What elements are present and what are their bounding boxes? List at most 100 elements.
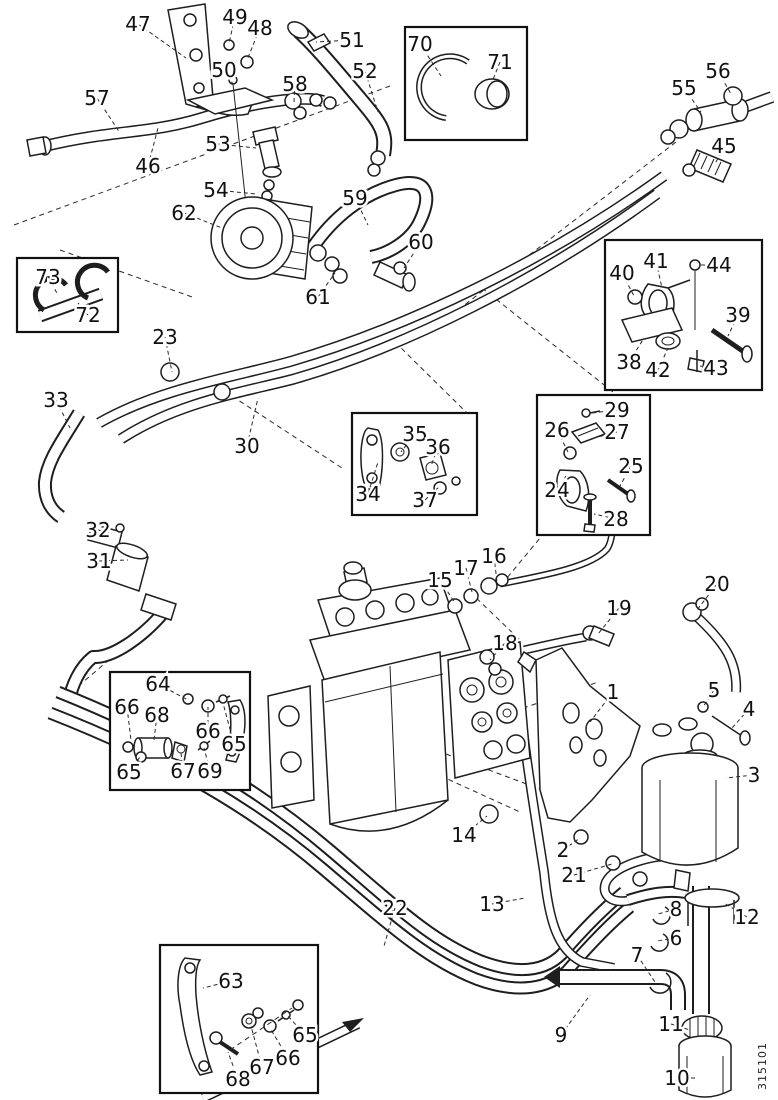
part-label-59: 59: [342, 186, 367, 210]
leader-line-15: [439, 579, 456, 604]
part-label-65-3: 65: [292, 1023, 317, 1047]
leader-line-56: [717, 70, 732, 95]
part-label-44: 44: [706, 253, 731, 277]
part-label-67-2: 67: [249, 1055, 274, 1079]
part-label-27: 27: [604, 420, 629, 444]
part-label-65: 65: [221, 732, 246, 756]
part-label-66: 66: [114, 695, 139, 719]
part-label-53: 53: [205, 132, 230, 156]
part-label-6: 6: [670, 926, 683, 950]
leader-line-51: [315, 39, 353, 43]
part-label-43: 43: [703, 356, 728, 380]
part-label-57: 57: [84, 86, 109, 110]
leader-line-38: [628, 337, 645, 363]
part-label-35: 35: [402, 422, 427, 446]
part-label-73: 73: [35, 265, 60, 289]
part-label-63: 63: [218, 969, 243, 993]
leader-line-33: [55, 399, 71, 429]
leader-line-13: [491, 897, 526, 905]
part-label-72: 72: [75, 303, 100, 327]
part-label-23: 23: [152, 325, 177, 349]
leader-line-68: [227, 1051, 239, 1080]
leader-line-67: [180, 752, 184, 772]
leader-line-7: [636, 954, 656, 983]
part-label-15: 15: [427, 568, 452, 592]
part-label-61: 61: [305, 285, 330, 309]
part-label-38: 38: [616, 350, 641, 374]
part-label-11: 11: [658, 1012, 683, 1036]
leader-line-71: [491, 61, 501, 83]
part-label-45: 45: [711, 134, 736, 158]
part-label-28: 28: [603, 507, 628, 531]
leader-line-34: [367, 461, 379, 495]
leader-line-66: [126, 706, 132, 741]
leader-line-25: [619, 465, 632, 487]
inset-pipe-clamp-bracket: [603, 238, 764, 392]
leader-line-37: [424, 485, 441, 501]
compressor-62: [210, 196, 416, 292]
hose-55-group: [660, 86, 749, 183]
part-label-55: 55: [671, 76, 696, 100]
part-label-66-2: 66: [195, 719, 220, 743]
leader-line-14: [463, 815, 488, 836]
leader-line-41: [655, 260, 663, 289]
inset-lever-fasteners: [108, 670, 252, 792]
leader-line-61: [317, 272, 336, 298]
part-label-16: 16: [481, 544, 506, 568]
leader-line-66: [269, 1027, 289, 1059]
leader-line-45: [715, 145, 725, 163]
leader-line-40: [621, 272, 635, 297]
leader-line-3: [725, 774, 755, 779]
pipes-and-hoses: [37, 24, 775, 1100]
leader-line-50: [223, 69, 234, 85]
leader-line-43: [699, 365, 717, 369]
leader-line-39: [727, 314, 739, 337]
part-label-40: 40: [609, 261, 634, 285]
bracket-47-group: [167, 3, 275, 206]
leader-line-28: [593, 513, 617, 520]
part-label-51: 51: [339, 28, 364, 52]
part-label-67: 67: [170, 759, 195, 783]
inset-contents: [32, 53, 753, 1076]
leader-line-60: [403, 241, 422, 269]
part-label-39: 39: [725, 303, 750, 327]
part-label-62: 62: [171, 201, 196, 225]
part-label-5: 5: [708, 678, 721, 702]
part-label-13: 13: [479, 892, 504, 916]
part-label-19: 19: [606, 596, 631, 620]
leader-line-2: [562, 837, 581, 851]
part-label-20: 20: [704, 572, 729, 596]
part-label-48: 48: [247, 16, 272, 40]
bottom-right-assembly: [649, 888, 740, 1098]
part-label-49: 49: [222, 5, 247, 29]
leader-line-23: [164, 336, 173, 373]
part-label-26: 26: [544, 418, 569, 442]
fuel-filter-3: [641, 717, 739, 892]
leader-line-9: [560, 994, 591, 1036]
leader-line-5: [702, 689, 715, 708]
part-label-22: 22: [382, 896, 407, 920]
leader-line-64: [157, 683, 189, 701]
leader-line-27: [593, 431, 618, 439]
part-label-12: 12: [734, 905, 759, 929]
part-label-36: 36: [425, 435, 450, 459]
pipe-clamps-23: [160, 362, 231, 401]
leader-line-73: [47, 276, 59, 296]
injection-pump: [267, 561, 709, 887]
leader-line-70: [419, 43, 442, 77]
part-label-3: 3: [748, 763, 761, 787]
inset-clamp-strap: [535, 393, 652, 537]
part-label-32: 32: [85, 518, 110, 542]
part-label-1: 1: [607, 680, 620, 704]
part-label-17: 17: [453, 556, 478, 580]
leader-line-1: [589, 691, 614, 723]
leader-line-59: [354, 197, 369, 226]
leader-line-67: [250, 1025, 263, 1068]
part-label-65-2: 65: [116, 760, 141, 784]
leader-line-65: [222, 702, 235, 745]
leader-line-32: [97, 529, 113, 534]
part-label-50: 50: [211, 58, 236, 82]
leader-line-6: [656, 937, 677, 942]
